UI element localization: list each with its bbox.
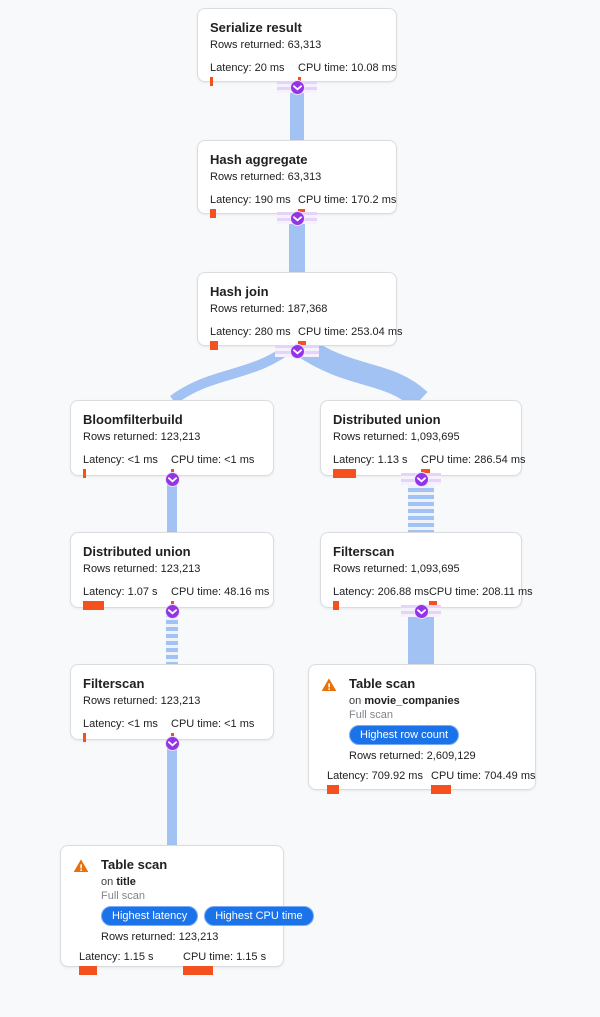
latency-bar	[210, 341, 218, 350]
expand-node-button[interactable]	[414, 472, 429, 487]
node-title: Distributed union	[333, 412, 441, 427]
plan-node-bloomfilterbuild[interactable]: Bloomfilterbuild Rows returned: 123,213 …	[70, 400, 274, 478]
rows-returned: Rows returned: 123,213	[83, 563, 201, 575]
node-title: Distributed union	[83, 544, 191, 559]
latency-metric: Latency:<1 ms	[83, 718, 171, 742]
chevron-down-icon	[168, 476, 177, 483]
latency-metric: Latency:280 ms	[210, 326, 298, 350]
latency-bar	[83, 469, 86, 478]
cpu-bar	[183, 966, 213, 975]
chevron-down-icon	[293, 84, 302, 91]
edge-distributed-union-to-filterscan-left	[166, 606, 178, 664]
plan-node-serialize-result[interactable]: Serialize result Rows returned: 63,313 L…	[197, 8, 397, 86]
latency-bar	[79, 966, 97, 975]
plan-node-filterscan-right[interactable]: Filterscan Rows returned: 1,093,695 Late…	[320, 532, 533, 610]
latency-bar	[333, 601, 339, 610]
edge-bloomfilterbuild-to-distributed-union	[167, 474, 177, 532]
latency-metric: Latency:1.15 s	[79, 951, 183, 975]
rows-returned: Rows returned: 63,313	[210, 39, 322, 51]
cpu-metric: CPU time:<1 ms	[171, 454, 261, 478]
plan-node-hash-join[interactable]: Hash join Rows returned: 187,368 Latency…	[197, 272, 403, 350]
node-title: Hash join	[210, 284, 269, 299]
expand-node-button[interactable]	[165, 604, 180, 619]
latency-metric: Latency:709.92 ms	[327, 770, 431, 794]
latency-metric: Latency:20 ms	[210, 62, 298, 86]
chevron-down-icon	[168, 740, 177, 747]
node-title: Table scan	[349, 676, 416, 691]
edge-hash-aggregate-to-hash-join	[289, 212, 305, 272]
chevron-down-icon	[417, 608, 426, 615]
latency-metric: Latency:<1 ms	[83, 454, 171, 478]
chevron-down-icon	[168, 608, 177, 615]
cpu-metric: CPU time:208.11 ms	[428, 586, 533, 610]
badge-highest-latency: Highest latency	[101, 906, 199, 926]
latency-bar	[327, 785, 339, 794]
table-name: on title	[101, 876, 136, 888]
expand-node-button[interactable]	[290, 344, 305, 359]
cpu-metric: CPU time:<1 ms	[171, 718, 261, 742]
latency-metric: Latency:1.13 s	[333, 454, 421, 478]
latency-metric: Latency:206.88 ms	[333, 586, 429, 610]
chevron-down-icon	[293, 348, 302, 355]
expand-node-button[interactable]	[165, 472, 180, 487]
rows-returned: Rows returned: 123,213	[101, 931, 219, 943]
node-title: Hash aggregate	[210, 152, 308, 167]
rows-returned: Rows returned: 2,609,129	[349, 750, 476, 762]
latency-bar	[83, 733, 86, 742]
scan-type: Full scan	[101, 890, 146, 902]
rows-returned: Rows returned: 123,213	[83, 431, 201, 443]
scan-type: Full scan	[349, 709, 394, 721]
edge-filterscan-to-table-scan-left	[167, 738, 177, 845]
expand-node-button[interactable]	[290, 211, 305, 226]
latency-bar	[83, 601, 104, 610]
chevron-down-icon	[293, 215, 302, 222]
table-name: on movie_companies	[349, 695, 460, 707]
latency-bar	[210, 77, 213, 86]
rows-returned: Rows returned: 187,368	[210, 303, 328, 315]
cpu-metric: CPU time:48.16 ms	[171, 586, 269, 610]
expand-node-button[interactable]	[290, 80, 305, 95]
plan-node-table-scan-movie-companies[interactable]: Table scan on movie_companies Full scan …	[308, 664, 536, 794]
node-title: Filterscan	[83, 676, 145, 691]
warning-icon	[73, 858, 89, 874]
plan-node-hash-aggregate[interactable]: Hash aggregate Rows returned: 63,313 Lat…	[197, 140, 397, 218]
latency-metric: Latency:1.07 s	[83, 586, 171, 610]
expand-node-button[interactable]	[165, 736, 180, 751]
cpu-metric: CPU time:1.15 s	[183, 951, 271, 975]
latency-bar	[333, 469, 356, 478]
edge-serialize-to-hash-aggregate	[290, 80, 304, 140]
node-title: Bloomfilterbuild	[83, 412, 183, 427]
badge-highest-row-count: Highest row count	[349, 725, 460, 745]
rows-returned: Rows returned: 1,093,695	[333, 563, 460, 575]
plan-node-distributed-union-right[interactable]: Distributed union Rows returned: 1,093,6…	[320, 400, 526, 478]
latency-bar	[210, 209, 216, 218]
plan-node-distributed-union-left[interactable]: Distributed union Rows returned: 123,213…	[70, 532, 274, 610]
warning-icon	[321, 677, 337, 693]
rows-returned: Rows returned: 1,093,695	[333, 431, 460, 443]
chevron-down-icon	[417, 476, 426, 483]
expand-node-button[interactable]	[414, 604, 429, 619]
cpu-metric: CPU time:704.49 ms	[431, 770, 536, 794]
cpu-bar	[431, 785, 451, 794]
node-title: Filterscan	[333, 544, 395, 559]
plan-node-filterscan-left[interactable]: Filterscan Rows returned: 123,213 Latenc…	[70, 664, 274, 742]
badge-highest-cpu-time: Highest CPU time	[204, 906, 314, 926]
latency-metric: Latency:190 ms	[210, 194, 298, 218]
node-title: Serialize result	[210, 20, 302, 35]
rows-returned: Rows returned: 63,313	[210, 171, 322, 183]
node-title: Table scan	[101, 857, 168, 872]
plan-node-table-scan-title[interactable]: Table scan on title Full scan Highest la…	[60, 845, 314, 975]
rows-returned: Rows returned: 123,213	[83, 695, 201, 707]
